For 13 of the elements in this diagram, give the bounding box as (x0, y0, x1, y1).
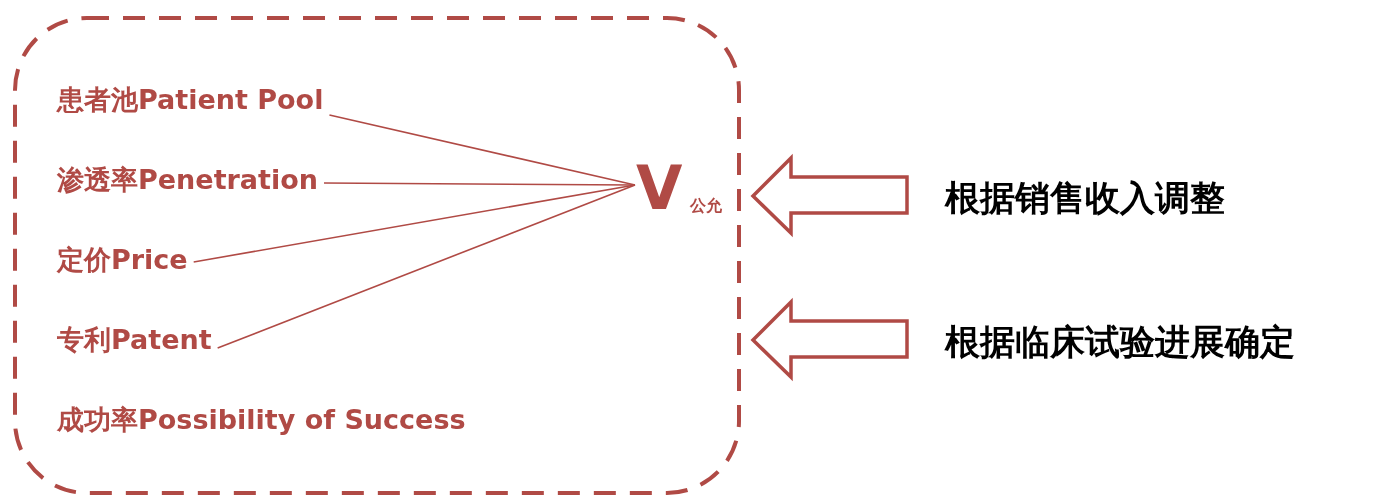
connector-line (323, 182, 636, 186)
factor-label: 专利Patent (57, 324, 212, 356)
block-arrow (750, 297, 909, 382)
dashed-frame (13, 16, 741, 495)
factor-label: 定价Price (57, 244, 188, 276)
factor-label: 患者池Patient Pool (57, 84, 324, 116)
factor-label: 成功率Possibility of Success (57, 404, 466, 436)
connector-line (192, 184, 636, 263)
note-text: 根据销售收入调整 (945, 177, 1225, 219)
connector-line (216, 184, 636, 349)
factor-label: 渗透率Penetration (57, 164, 318, 196)
block-arrow (750, 153, 909, 238)
note-text: 根据临床试验进展确定 (945, 321, 1295, 363)
